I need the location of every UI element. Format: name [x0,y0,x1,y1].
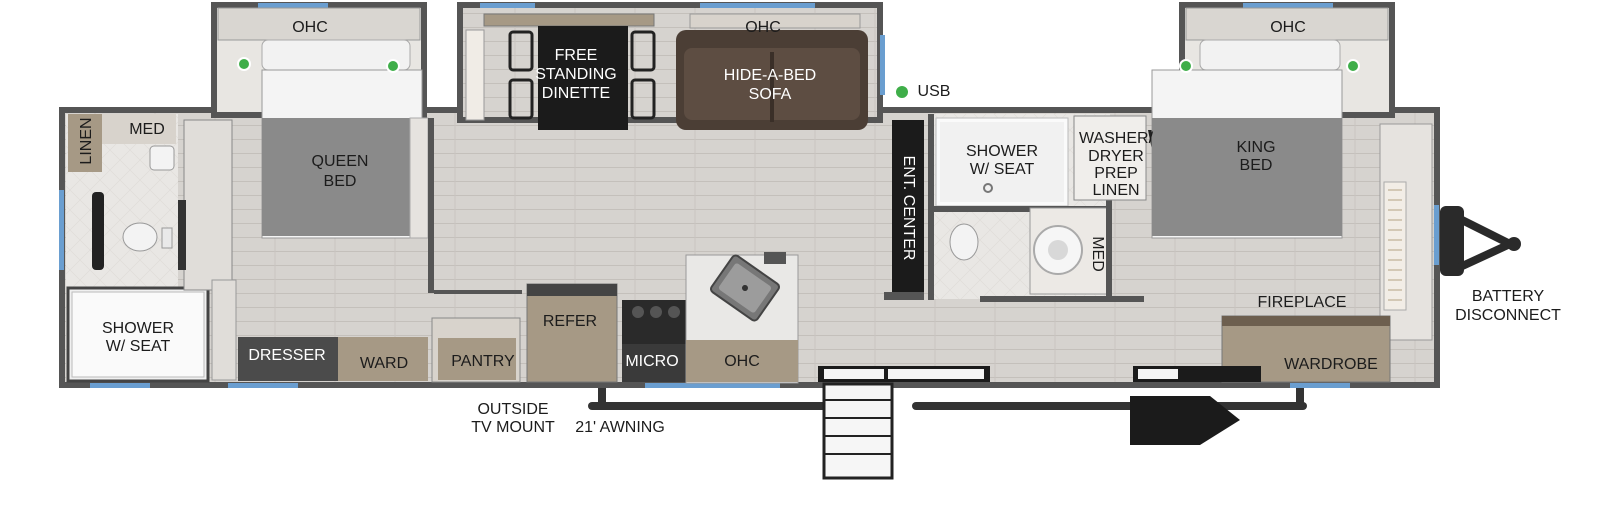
label-sofa-2: SOFA [749,86,792,103]
label-wardrobe: WARDROBE [1284,356,1378,373]
label-ohc-right: OHC [1270,19,1306,36]
pillows-right [1199,39,1341,71]
label-washer-2: DRYER [1088,148,1144,165]
label-usb: USB [918,83,951,100]
label-ohc-left: OHC [292,19,328,36]
toilet-left [122,222,158,252]
kitchen [428,118,799,384]
label-washer-3: PREP [1094,165,1138,182]
awning-bar-right [912,402,1307,410]
exterior [588,366,1307,480]
label-fireplace: FIREPLACE [1258,294,1347,311]
label-shower-right-2: W/ SEAT [970,161,1035,178]
awning-bar-left [588,402,890,410]
label-sofa-1: HIDE-A-BED [724,67,816,84]
label-dinette-2: STANDING [535,66,616,83]
label-refer: REFER [543,313,597,330]
label-shower-left-2: W/ SEAT [106,338,171,355]
refrigerator [526,283,618,383]
kitchen-sink [710,254,780,322]
label-shower-left-1: SHOWER [102,320,174,337]
front-bath [928,114,1144,302]
fireplace-unit [1383,181,1407,311]
label-ohc-mid: OHC [745,19,781,36]
label-queen-2: BED [324,173,357,190]
label-med-left: MED [129,121,165,138]
rear-bedroom [211,7,429,381]
ward-left [338,337,428,381]
entry-steps [822,382,894,480]
label-outside-tv-2: TV MOUNT [471,419,555,436]
room-labels: OHC OHC OHC LINEN MED QUEEN BED SHOWER W… [78,19,1561,436]
entertainment-center [884,84,924,300]
living-area [465,13,868,130]
trailer-hitch [1440,206,1521,276]
med-cabinet-left [102,114,176,144]
usb-dot [894,84,910,100]
label-outside-tv-1: OUTSIDE [477,401,548,418]
label-linen: LINEN [78,117,95,164]
label-micro: MICRO [625,353,678,370]
label-dinette-1: FREE [555,47,598,64]
label-queen-1: QUEEN [312,153,369,170]
label-king-2: BED [1240,157,1273,174]
label-pantry: PANTRY [451,353,515,370]
microwave [622,344,686,382]
label-dresser: DRESSER [248,347,325,364]
label-king-1: KING [1236,139,1275,156]
rear-bath [66,114,233,383]
label-ward: WARD [360,355,408,372]
toilet-right [949,223,979,261]
dresser [238,337,338,381]
dinette-table [538,26,628,130]
label-dinette-3: DINETTE [542,85,610,102]
label-med-right: MED [1089,236,1106,272]
linen-cabinet [68,114,102,172]
label-ent-center: ENT. CENTER [900,156,917,261]
label-shower-right-1: SHOWER [966,143,1038,160]
king-bed-blanket [1152,118,1342,236]
label-awning: 21' AWNING [575,419,665,436]
label-washer-4: LINEN [1092,182,1139,199]
label-battery-2: DISCONNECT [1455,307,1561,324]
front-bedroom [1151,7,1521,383]
washer-closet [1073,115,1147,201]
ent-center-cabinet [892,120,924,298]
label-ohc-kitchen: OHC [724,353,760,370]
queen-bed-blanket [262,118,422,236]
side-entry-step [1130,396,1240,445]
label-battery-1: BATTERY [1472,288,1545,305]
windows [59,3,1439,388]
label-washer-1: WASHER/ [1079,130,1154,147]
dinette-chairs [508,30,656,120]
